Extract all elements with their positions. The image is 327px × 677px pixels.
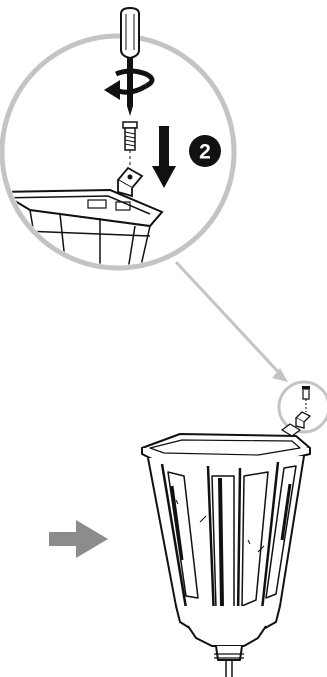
lantern-body — [142, 424, 310, 677]
step-number: 2 — [199, 141, 211, 164]
detail-magnifier: 2 — [0, 8, 327, 432]
step-number-badge: 2 — [189, 135, 221, 167]
detail-leader-line — [176, 262, 282, 376]
right-arrow-icon — [49, 520, 108, 558]
leader-arrowhead — [272, 368, 288, 382]
